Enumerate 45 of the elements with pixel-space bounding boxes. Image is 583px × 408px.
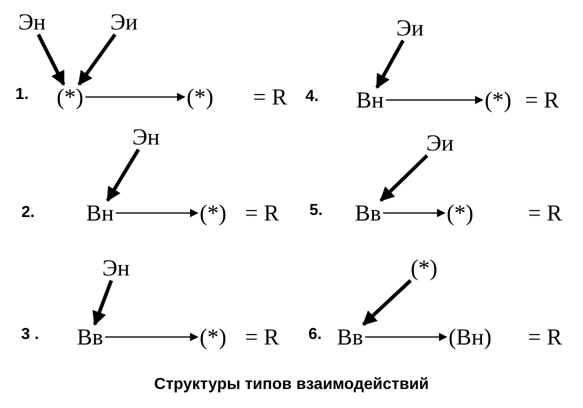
formula-term: Эн <box>130 124 162 150</box>
arrow <box>92 280 113 326</box>
equation-result: = R <box>252 86 288 108</box>
arrow <box>375 40 405 89</box>
formula-term: (*) <box>184 84 216 110</box>
item-number: 3 . <box>21 326 39 344</box>
formula-term: Вн <box>84 200 116 226</box>
formula-term: Вв <box>352 200 384 226</box>
arrow <box>365 332 448 342</box>
equation-result: = R <box>244 326 280 348</box>
item-number: 6. <box>308 326 322 344</box>
equation-result: = R <box>528 326 562 348</box>
arrow <box>362 279 412 326</box>
formula-term: Вв <box>334 324 366 350</box>
arrow <box>116 208 198 218</box>
arrow <box>78 33 116 86</box>
arrow <box>383 208 446 218</box>
formula-term: (*) <box>408 256 440 280</box>
arrow <box>386 96 484 104</box>
formula-term: Вн <box>354 88 386 112</box>
arrow <box>380 154 428 202</box>
formula-term: Эн <box>16 10 48 34</box>
formula-term: Эи <box>108 10 140 34</box>
formula-term: Эи <box>394 16 426 40</box>
formula-term: (Вн) <box>446 324 494 350</box>
equation-result: = R <box>524 88 560 112</box>
formula-term: (*) <box>198 200 228 226</box>
item-number: 4. <box>305 88 319 106</box>
arrow <box>85 92 186 102</box>
formula-term: (*) <box>54 84 86 110</box>
arrow <box>106 148 140 202</box>
formula-term: Эн <box>100 256 132 280</box>
item-number: 5. <box>309 202 323 220</box>
arrow <box>36 34 66 86</box>
formula-term: (*) <box>444 200 476 226</box>
caption: Структуры типов взаимодействий <box>153 376 430 394</box>
item-number: 2. <box>21 204 35 222</box>
formula-term: (*) <box>198 324 228 350</box>
item-number: 1. <box>15 86 29 104</box>
formula-term: Эи <box>424 130 456 156</box>
formula-term: (*) <box>482 88 514 112</box>
equation-result: = R <box>244 202 280 224</box>
equation-result: = R <box>528 202 562 224</box>
formula-term: Вв <box>74 324 106 350</box>
arrow <box>105 332 198 342</box>
